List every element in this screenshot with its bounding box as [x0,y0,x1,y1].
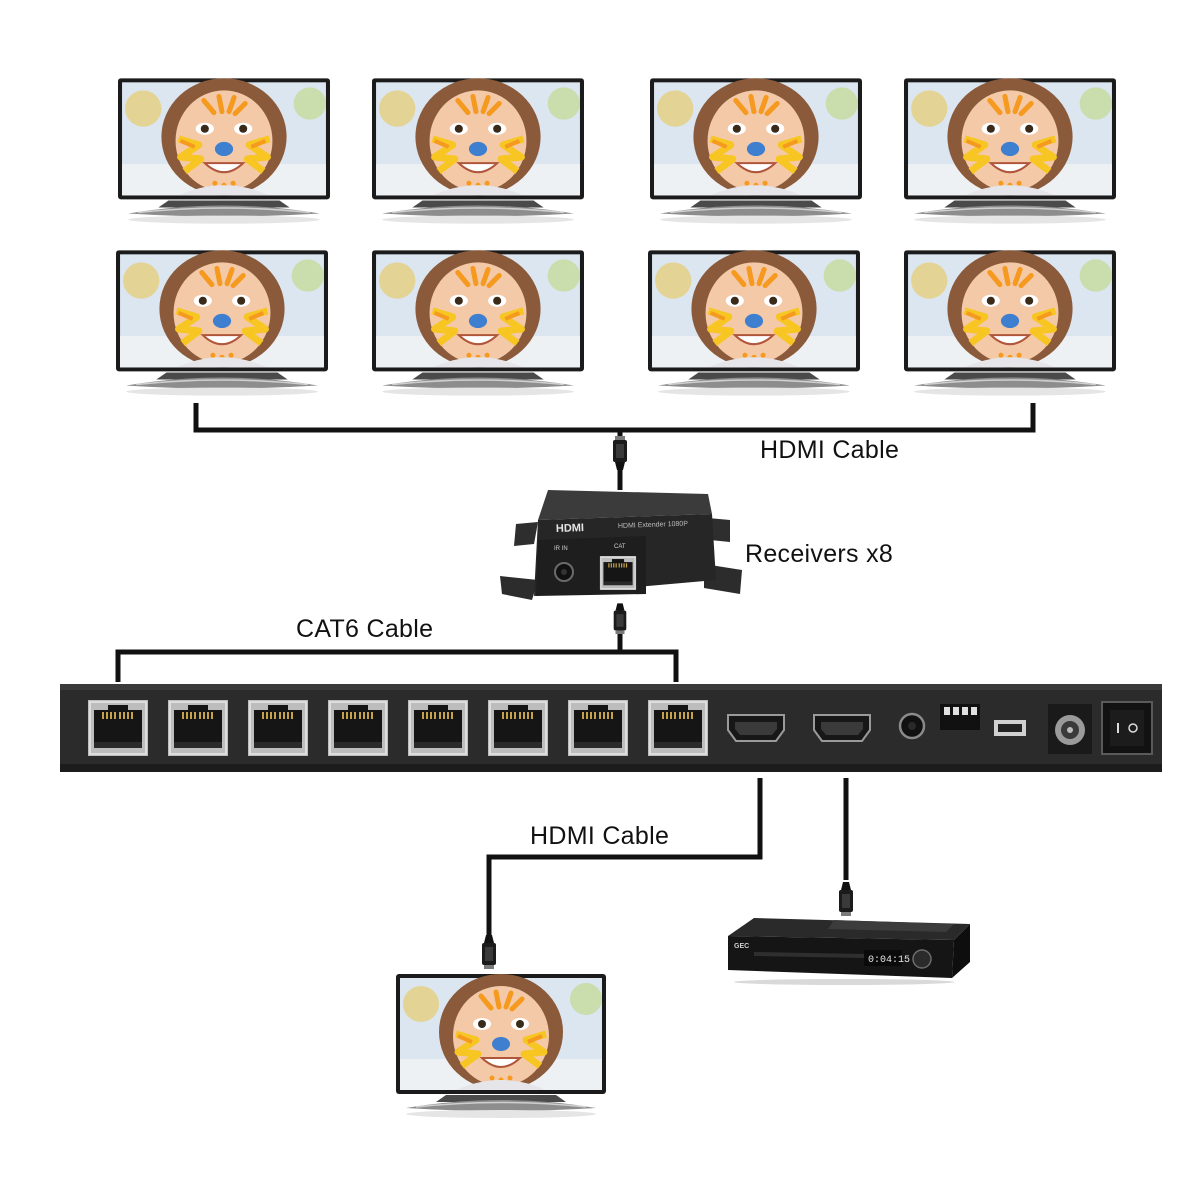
tv-icon [372,250,584,402]
rj45-port-icon [600,556,636,590]
hdmi-cable-top-label: HDMI Cable [760,436,900,464]
tv-icon [396,974,606,1124]
rj45-port-icon [248,700,308,756]
player-brand-text: GEC [734,943,749,950]
receiver-device: HDMI HDMI Extender 1080P IR IN CAT [500,490,742,600]
rj45-port-icon [88,700,148,756]
dc-jack-icon [1048,704,1092,754]
tv-icon [650,78,862,230]
tv-icon [116,250,328,402]
usb-port-icon [994,720,1026,736]
ir-in-text: IR IN [554,546,568,552]
hdmi-cable-top-bracket [193,403,1036,433]
tv-icon [904,78,1116,230]
receiver-side-text: HDMI Extender 1080P [618,521,689,530]
rj45-port-icon [488,700,548,756]
splitter-transmitter [60,684,1162,772]
dip-switch-icon [940,704,980,730]
cat6-cable-label: CAT6 Cable [296,615,434,643]
rj45-port-icon [168,700,228,756]
power-switch-icon [1101,701,1153,755]
tv-icon [648,250,860,402]
hdmi-port-icon [728,715,784,741]
player-display-text: 0:04:15 [868,955,910,966]
rj45-port-icon [408,700,468,756]
ir-jack-icon [898,712,926,740]
media-player-device: 0:04:15 GEC [728,918,970,985]
hdmi-cable-bottom-to-tv [486,778,763,940]
ir-jack-icon [554,562,574,582]
hdmi-plug-bottom-tv [479,928,499,970]
hdmi-plug-player [836,876,856,916]
hdmi-cable-bottom-label: HDMI Cable [530,822,670,850]
hdmi-port-icon [814,715,870,741]
tv-icon [118,78,330,230]
rj45-port-icon [648,700,708,756]
receivers-label: Receivers x8 [745,540,894,568]
cat6-cable-bracket [115,649,679,682]
rj45-port-icon [568,700,628,756]
tv-icon [372,78,584,230]
rj45-port-icon [328,700,388,756]
tv-icon [904,250,1116,402]
receiver-brand-text: HDMI [556,522,585,535]
cat-text: CAT [614,544,626,550]
hdmi-plug-receiver [610,436,630,476]
